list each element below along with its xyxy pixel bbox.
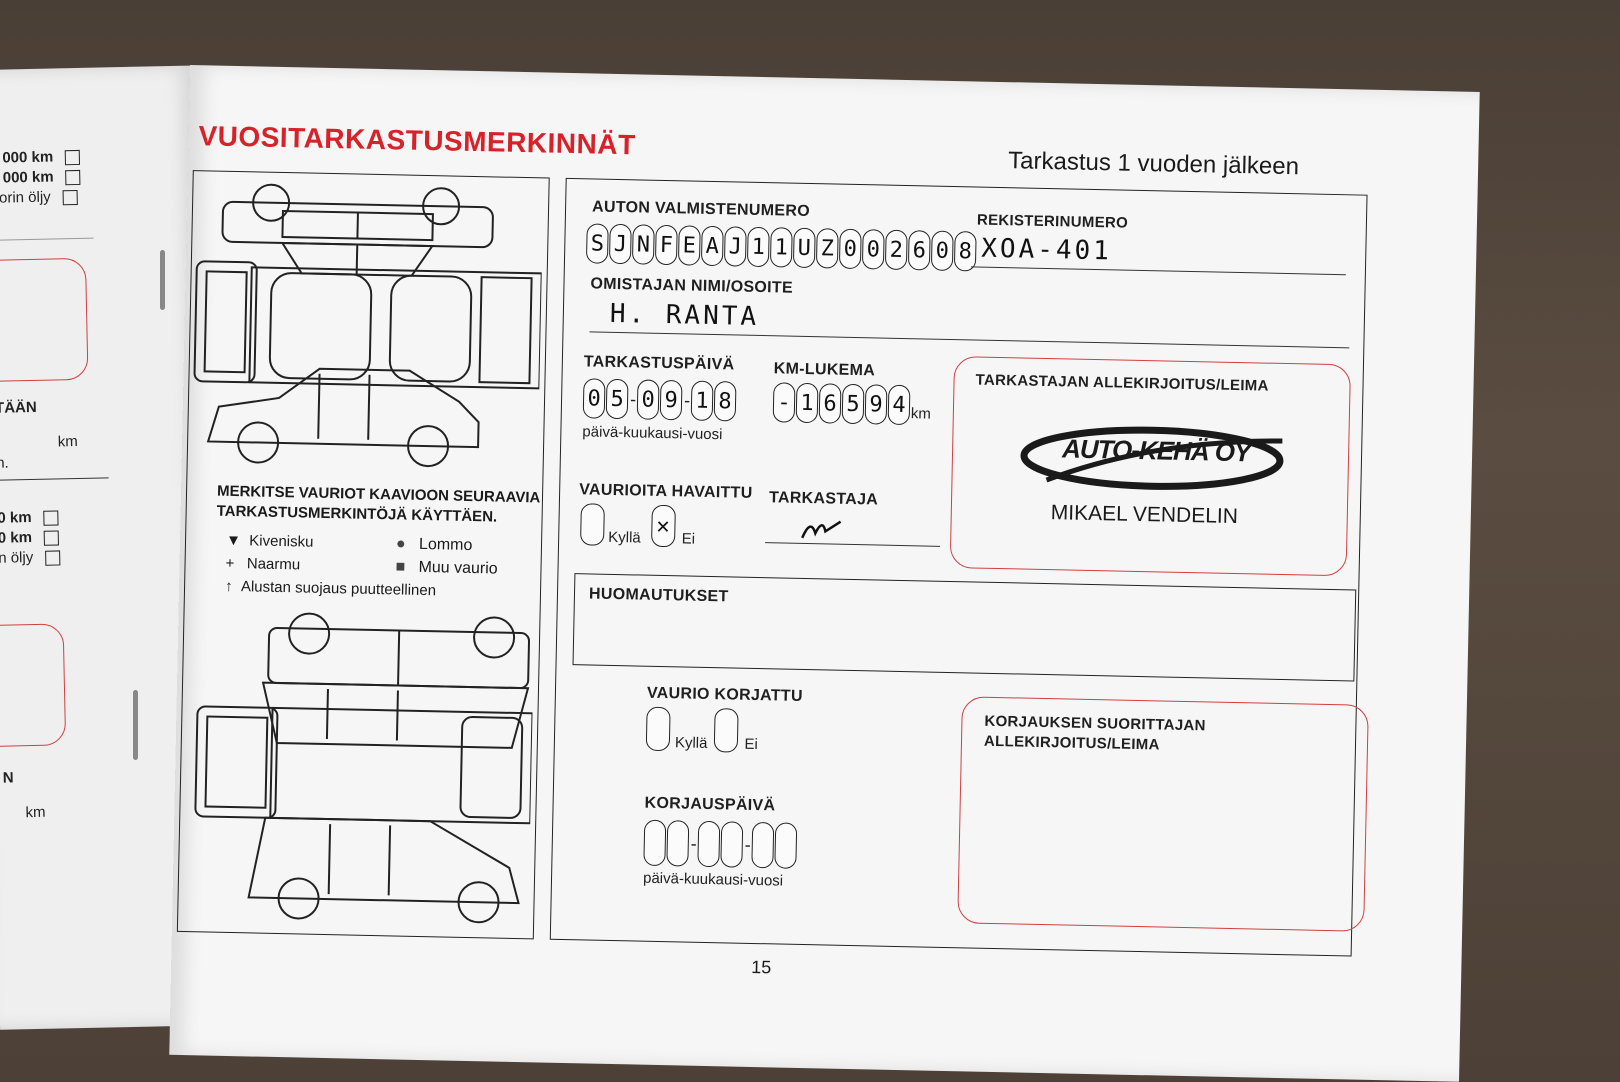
digit-cell: 1: [746, 226, 770, 268]
km-unit: km: [910, 405, 932, 423]
digit-cell: S: [585, 223, 609, 264]
notes-label: HUOMAUTUKSET: [588, 585, 729, 606]
repaired-no-radio[interactable]: [713, 708, 739, 753]
car-diagram-top-icon: [193, 183, 543, 468]
arrow-up-icon: ↑: [224, 577, 233, 596]
triangle-down-icon: ▼: [225, 531, 242, 550]
digit-cell: 1: [690, 380, 714, 422]
left-row-4: 0 km: [0, 508, 59, 527]
plus-icon: +: [225, 554, 235, 573]
digit-cell: 2: [884, 229, 908, 271]
left-partial-1: n.: [0, 454, 9, 472]
car-diagram-bottom-icon: [194, 612, 534, 924]
damage-yes-radio[interactable]: [580, 503, 605, 546]
stamp-name: MIKAEL VENDELIN: [1050, 501, 1239, 529]
digit-cell: 6: [818, 383, 842, 424]
digit-cell: -: [772, 382, 796, 423]
inspection-date-label: TARKASTUSPÄIVÄ: [583, 353, 735, 374]
km-label: KM-LUKEMA: [773, 360, 876, 380]
left-red-box-2: [0, 623, 67, 748]
legend-muu-vaurio: ■ Muu vaurio: [395, 558, 498, 578]
legend-alustan-suojaus: ↑ Alustan suojaus puutteellinen: [224, 577, 437, 600]
page-number: 15: [751, 956, 772, 978]
digit-cell: 0: [838, 228, 862, 270]
digit-cell: 0: [582, 378, 606, 419]
repairer-signature-label: KORJAUKSEN SUORITTAJAN ALLEKIRJOITUS/LEI…: [983, 712, 1206, 754]
inspector-signature-icon: [801, 520, 842, 539]
left-row-6: n öljy: [0, 548, 61, 567]
left-row-1: 0 000 km: [0, 148, 81, 167]
page-subtitle: Tarkastus 1 vuoden jälkeen: [1007, 147, 1300, 181]
separator-dash: -: [683, 389, 691, 411]
digit-cell: Z: [815, 228, 839, 269]
stamp-logo-icon: [1020, 426, 1284, 490]
digit-cell: 0: [861, 229, 885, 270]
digit-cell: E: [677, 225, 701, 266]
damage-options: Kyllä ✕ Ei: [580, 503, 696, 548]
left-row-5: 0 km: [0, 528, 60, 547]
digit-cell: U: [792, 227, 816, 269]
left-red-box-1: [0, 257, 89, 383]
legend-naarmu: + Naarmu: [225, 554, 301, 574]
damage-no-radio[interactable]: ✕: [650, 504, 676, 548]
owner-value[interactable]: H. RANTA: [609, 298, 760, 332]
damage-diagram-box: MERKITSE VAURIOT KAAVIOON SEURAAVIA TARK…: [176, 170, 550, 940]
left-km-1: km: [57, 433, 78, 451]
legend-kivenisku: ▼ Kivenisku: [225, 531, 314, 551]
digit-cell: F: [654, 224, 678, 266]
left-row-3: ttorin öljy: [0, 188, 78, 207]
digit-cell: A: [700, 225, 724, 267]
digit-cell: 4: [887, 384, 911, 426]
page-title: VUOSITARKASTUSMERKINNÄT: [198, 120, 636, 161]
digit-cell: N: [631, 224, 655, 265]
legend-lommo: ● Lommo: [395, 535, 473, 555]
left-km-2: km: [25, 803, 46, 822]
digit-cell: 6: [907, 230, 931, 271]
digit-cell: 9: [659, 379, 683, 421]
damage-observed-label: VAURIOITA HAVAITTU: [579, 481, 753, 502]
reg-label: REKISTERINUMERO: [976, 211, 1129, 232]
repair-date-hint: päivä-kuukausi-vuosi: [642, 869, 784, 890]
digit-cell: J: [608, 223, 632, 265]
binding-staple-bottom: [133, 690, 138, 760]
digit-cell: 8: [953, 231, 977, 272]
digit-cell: 5: [605, 378, 629, 420]
digit-cell: 1: [769, 227, 793, 268]
digit-cell: 0: [636, 379, 660, 420]
separator-dash: -: [629, 388, 637, 409]
digit-cell: 9: [864, 384, 888, 425]
binding-staple-top: [160, 250, 165, 310]
stamp-company: AUTO-KEHÄ OY: [1061, 433, 1251, 468]
repaired-yes-radio[interactable]: [645, 706, 671, 752]
digit-cell: 1: [795, 382, 819, 424]
square-icon: ■: [395, 558, 406, 576]
digit-cell: 8: [713, 381, 737, 422]
repair-date-field[interactable]: - -: [643, 819, 798, 869]
inspector-label: TARKASTAJA: [768, 489, 879, 509]
left-section-2: N: [2, 769, 14, 787]
left-row-2: 0 000 km: [0, 168, 81, 187]
dot-icon: ●: [395, 535, 406, 553]
reg-value[interactable]: XOA-401: [981, 233, 1113, 267]
digit-cell: 0: [930, 230, 954, 272]
diagram-instructions: MERKITSE VAURIOT KAAVIOON SEURAAVIA TARK…: [216, 482, 541, 526]
inspection-date-hint: päivä-kuukausi-vuosi: [582, 423, 723, 444]
repaired-options: Kyllä Ei: [645, 706, 759, 753]
repaired-label: VAURIO KORJATTU: [646, 684, 803, 705]
right-page: VUOSITARKASTUSMERKINNÄT Tarkastus 1 vuod…: [169, 65, 1480, 1082]
left-section-1: TÄÄN: [0, 398, 37, 417]
digit-cell: 5: [841, 383, 865, 425]
repair-date-label: KORJAUSPÄIVÄ: [644, 794, 776, 815]
digit-cell: J: [723, 226, 747, 267]
